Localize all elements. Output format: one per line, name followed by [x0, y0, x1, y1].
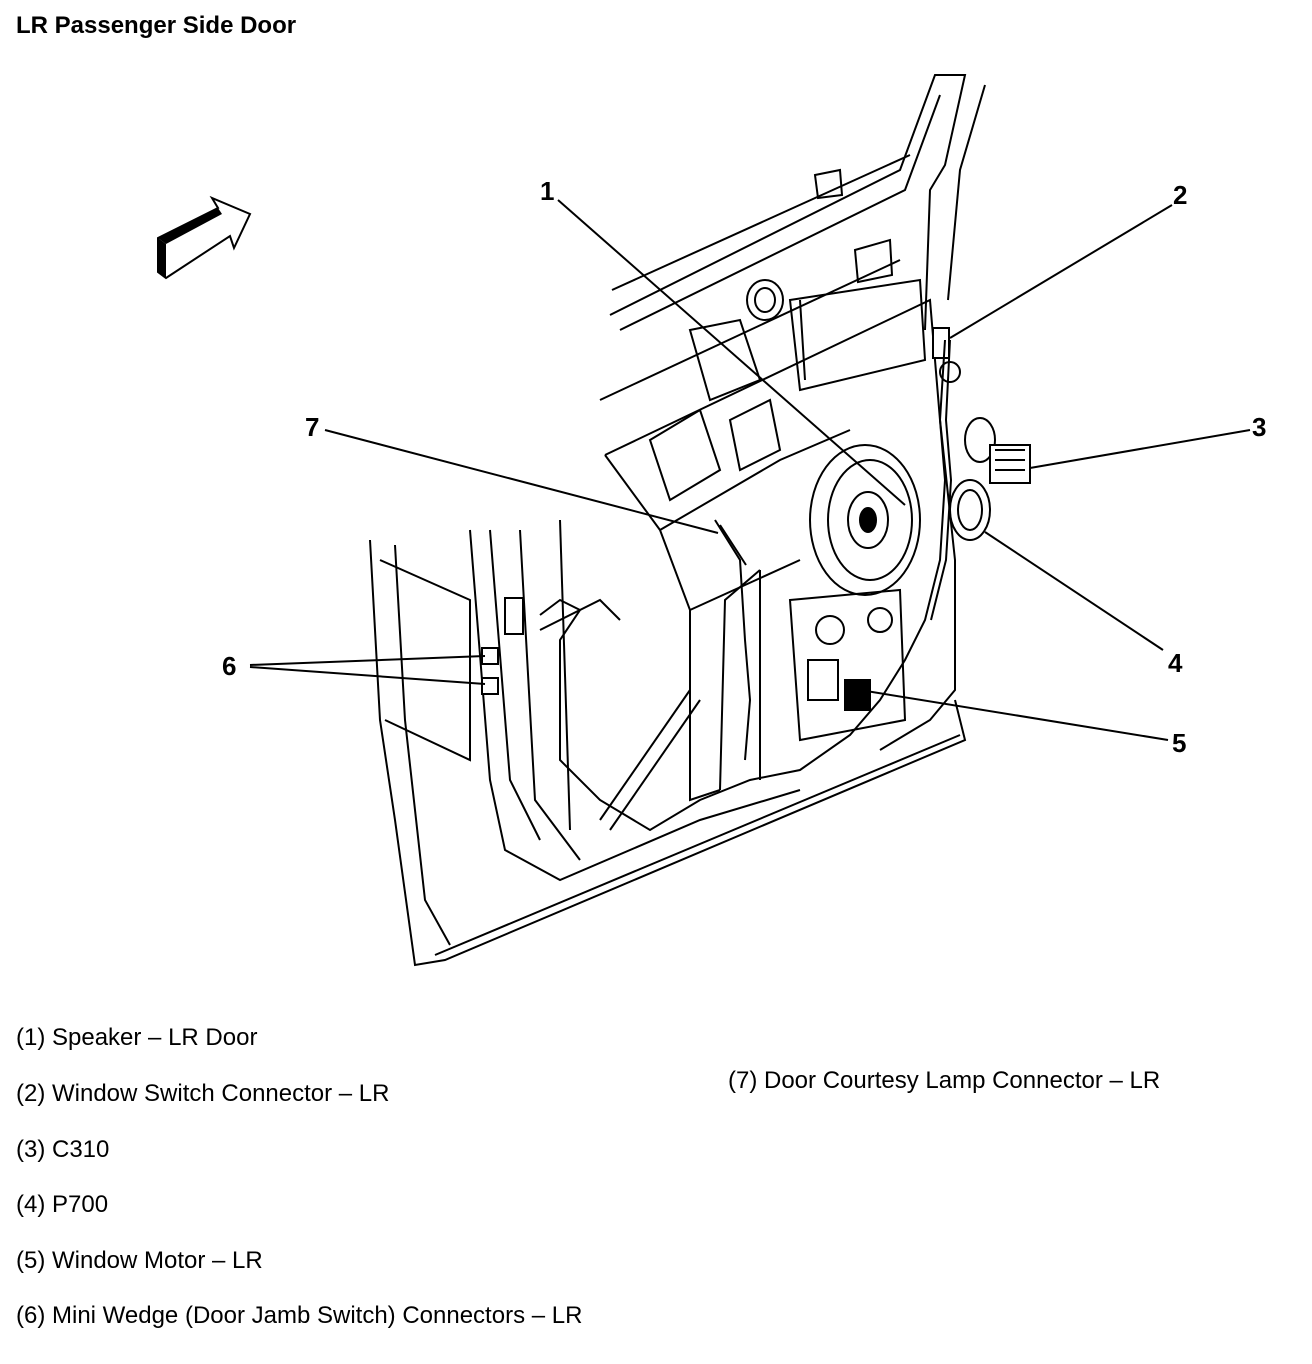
- speaker: [746, 279, 921, 596]
- callout-3: 3: [1252, 412, 1266, 442]
- window-motor: [599, 588, 907, 831]
- door-jamb-switch-connectors: [481, 597, 524, 695]
- callout-1: 1: [540, 176, 554, 206]
- leader-line-5: [859, 689, 1169, 741]
- leader-lines: [249, 199, 1251, 741]
- diagram-title: LR Passenger Side Door: [16, 12, 297, 39]
- callout-5: 5: [1172, 728, 1186, 758]
- leader-line-1: [557, 199, 906, 506]
- forward-arrow-icon: [157, 195, 252, 280]
- leader-line-2: [949, 204, 1173, 339]
- callout-6: 6: [222, 651, 236, 681]
- leader-line-4: [984, 531, 1164, 651]
- callout-2: 2: [1173, 180, 1187, 210]
- wiring-harness: [539, 339, 953, 832]
- leader-line-6a: [249, 655, 486, 666]
- legend-item-3: (3) C310: [16, 1136, 110, 1163]
- legend-item-2: (2) Window Switch Connector – LR: [16, 1080, 390, 1107]
- leader-line-3: [1029, 429, 1251, 469]
- callout-7: 7: [305, 412, 319, 442]
- callout-4: 4: [1168, 648, 1183, 678]
- p700-grommet: [949, 479, 991, 541]
- door-inner-panel: [369, 168, 967, 967]
- leader-line-6b: [249, 666, 486, 685]
- c310-connector: [964, 417, 1031, 484]
- legend-item-4: (4) P700: [16, 1191, 109, 1218]
- callout-numbers: 1 2 3 4 5 6 7: [222, 176, 1266, 758]
- leader-line-7: [324, 429, 719, 534]
- legend-item-1: (1) Speaker – LR Door: [16, 1024, 258, 1051]
- door-frame-outline: [599, 74, 986, 456]
- legend-item-6: (6) Mini Wedge (Door Jamb Switch) Connec…: [16, 1302, 583, 1329]
- legend-item-7: (7) Door Courtesy Lamp Connector – LR: [728, 1067, 1161, 1094]
- legend-item-5: (5) Window Motor – LR: [16, 1247, 263, 1274]
